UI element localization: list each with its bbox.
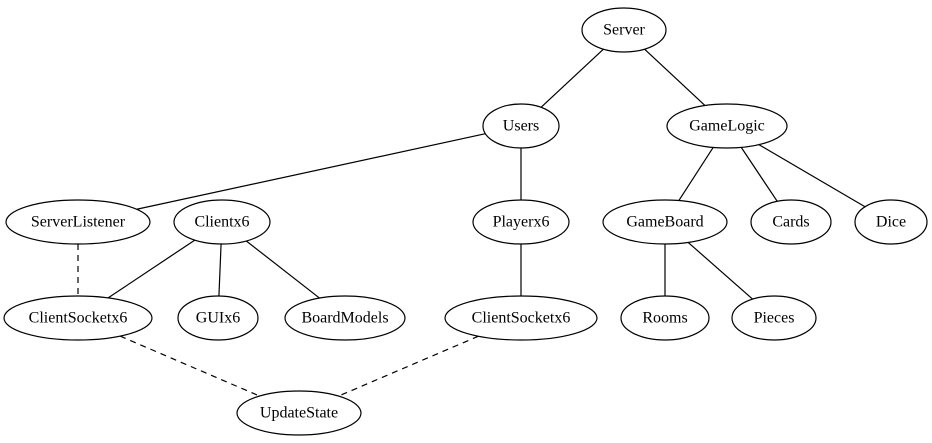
edge-gamelogic-to-cards (740, 147, 778, 202)
node-gui: GUIx6 (177, 295, 259, 341)
node-ellipse-boardmodels (284, 295, 406, 341)
node-gamelogic: GameLogic (666, 103, 788, 149)
node-updatestate: UpdateState (236, 390, 362, 436)
node-label-users: Users (503, 118, 539, 135)
edge-client-to-clientsocket-left (107, 239, 196, 299)
node-label-gamelogic: GameLogic (689, 118, 765, 135)
node-label-boardmodels: BoardModels (301, 310, 388, 327)
node-boardmodels: BoardModels (284, 295, 406, 341)
node-player: Playerx6 (472, 199, 570, 245)
node-ellipse-client (173, 199, 271, 245)
node-ellipse-gamelogic (666, 103, 788, 149)
node-rooms: Rooms (620, 295, 710, 341)
edge-gamelogic-to-dice (758, 144, 866, 208)
edge-server-to-users (540, 48, 604, 108)
node-ellipse-serverlistener (5, 199, 151, 245)
edge-gamelogic-to-gameboard (678, 147, 714, 201)
node-server: Server (581, 7, 667, 53)
node-ellipse-dice (854, 199, 928, 245)
node-label-client: Clientx6 (194, 214, 249, 231)
node-ellipse-gameboard (602, 199, 728, 245)
node-users: Users (482, 103, 560, 149)
node-ellipse-clientsocket-right (444, 295, 598, 341)
node-label-clientsocket-right: ClientSocketx6 (472, 310, 571, 327)
node-label-rooms: Rooms (642, 310, 687, 327)
node-ellipse-updatestate (236, 390, 362, 436)
node-ellipse-player (472, 199, 570, 245)
node-dice: Dice (854, 199, 928, 245)
node-ellipse-cards (750, 199, 832, 245)
edge-users-to-serverlistener (136, 133, 486, 210)
node-ellipse-rooms (620, 295, 710, 341)
edge-clientsocket-right-to-updatestate (338, 335, 479, 397)
edge-gameboard-to-pieces (687, 241, 753, 300)
node-cards: Cards (750, 199, 832, 245)
edge-client-to-gui (218, 243, 222, 297)
node-label-gui: GUIx6 (196, 310, 240, 327)
node-label-pieces: Pieces (754, 310, 795, 327)
node-ellipse-clientsocket-left (3, 295, 153, 341)
node-ellipse-server (581, 7, 667, 53)
node-label-dice: Dice (876, 214, 906, 231)
node-serverlistener: ServerListener (5, 199, 151, 245)
edge-client-to-boardmodels (245, 240, 320, 299)
node-label-player: Playerx6 (493, 214, 550, 231)
node-ellipse-gui (177, 295, 259, 341)
node-ellipse-pieces (731, 295, 817, 341)
node-clientsocket-right: ClientSocketx6 (444, 295, 598, 341)
edge-server-to-gamelogic (644, 48, 706, 106)
node-label-server: Server (603, 22, 645, 39)
node-ellipse-users (482, 103, 560, 149)
node-label-serverlistener: ServerListener (31, 214, 126, 231)
edge-clientsocket-left-to-updatestate (119, 335, 260, 397)
node-label-clientsocket-left: ClientSocketx6 (29, 310, 128, 327)
node-label-updatestate: UpdateState (260, 405, 338, 422)
node-label-cards: Cards (772, 214, 809, 231)
node-gameboard: GameBoard (602, 199, 728, 245)
node-clientsocket-left: ClientSocketx6 (3, 295, 153, 341)
edges-layer (77, 48, 866, 397)
node-label-gameboard: GameBoard (626, 214, 703, 231)
node-pieces: Pieces (731, 295, 817, 341)
node-client: Clientx6 (173, 199, 271, 245)
